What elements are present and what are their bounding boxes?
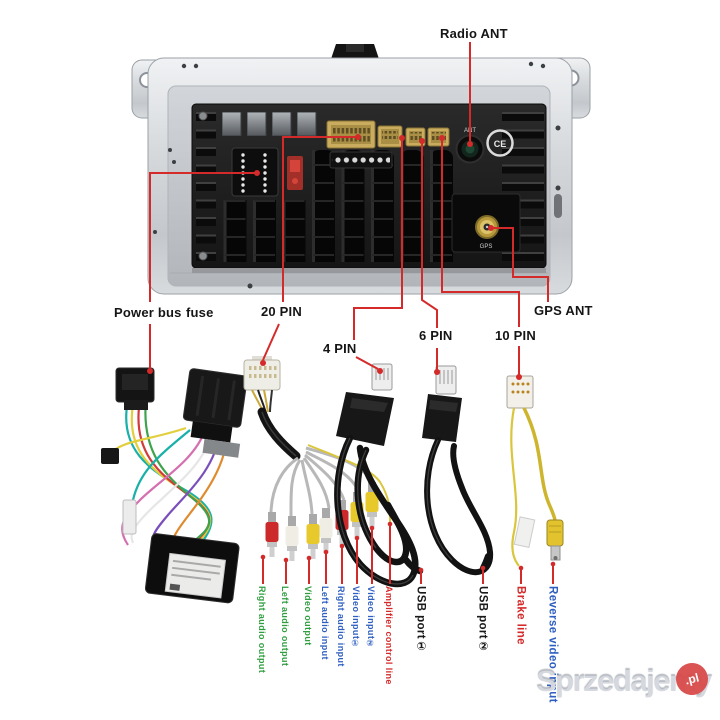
svg-text:CE: CE [494,139,507,149]
label-radio-ant: Radio ANT [440,26,508,41]
cable-label: Reverse video input [546,586,559,703]
cable-label: Right audio input [336,586,346,667]
gps-marking: GPS [480,244,493,250]
cable-label: Right audio output [257,586,267,674]
chassis-details [153,61,562,289]
white-plug [122,499,137,535]
annotation-lines [149,42,554,584]
cable-label: USB port② [476,586,489,654]
fuse-component [287,156,303,190]
mini-connector [101,448,119,464]
reverse-rca-jack [546,519,564,561]
connector-10pin [427,127,450,147]
iso-connector [182,368,248,458]
label-10pin: 10 PIN [495,328,536,343]
connector-4pin [377,125,403,148]
heatsink-left [196,110,216,266]
cable-label: Brake line [514,586,527,645]
cable-label: Left audio output [280,586,290,667]
cable-label: Video input② [366,586,376,650]
usb-cable-1 [334,363,424,588]
cable-label: Video input① [351,586,361,650]
screw [198,251,208,261]
socket-row [222,112,318,136]
label-4pin: 4 PIN [323,341,357,356]
rca-plug-white [285,516,299,561]
choke-row [310,150,458,262]
rca-plug-white [319,508,333,553]
quadlock-connector [115,367,155,410]
label-fuse: fuse [186,305,214,320]
reverse-video-wire [522,407,557,522]
cable-label: Amplifier control line [384,586,394,685]
brake-wire [510,407,520,567]
screw [198,111,208,121]
wire-tag [513,516,536,548]
label-6pin: 6 PIN [419,328,453,343]
rca-plug-yellow [306,514,320,559]
rca-plug-red [265,512,279,557]
canbus-box [144,533,240,604]
label-power-bus: Power bus [114,305,182,320]
label-20pin: 20 PIN [261,304,302,319]
cable-label: Video output [303,586,313,646]
choke-row-left [222,200,308,262]
cable-label: Left audio input [320,586,330,660]
power-bus-harness [101,367,248,604]
label-gps-ant: GPS ANT [534,303,593,318]
brake-reverse-cable [506,375,564,567]
cable-label: USB port① [414,586,427,654]
annotation-dots [147,134,556,573]
ce-mark-icon: CE [486,129,514,157]
usb-cable-2 [422,365,494,576]
rear-connector-plate: ANT CE GPS [191,103,547,273]
rca-20pin-plug [243,356,281,391]
connector-20pin [326,120,376,149]
